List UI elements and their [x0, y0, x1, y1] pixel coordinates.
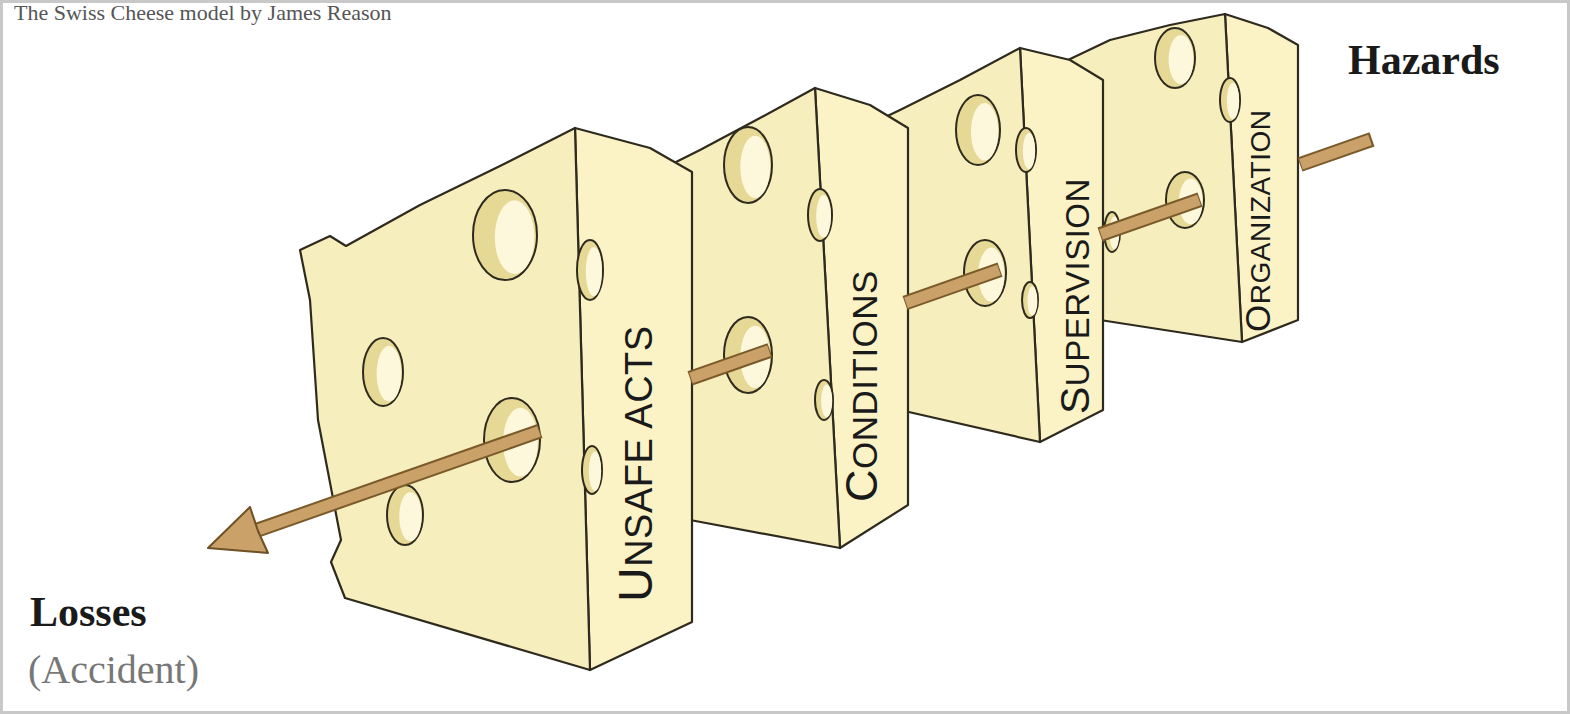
- hole-depth: [1027, 286, 1037, 316]
- hole-depth: [1179, 178, 1203, 224]
- slice-front-face: [640, 88, 840, 548]
- cheese-hole: [956, 95, 1000, 165]
- slice-label: ORGANIZATION: [1238, 110, 1278, 333]
- cheese-hole: [1022, 282, 1038, 318]
- arrow-shaft: [1301, 140, 1370, 164]
- cheese-hole: [1016, 128, 1036, 172]
- cheese-hole: [577, 240, 603, 300]
- cheese-hole: [815, 380, 833, 420]
- hole-rim: [582, 446, 602, 494]
- cheese-hole: [1155, 28, 1195, 88]
- hole-rim: [1016, 128, 1036, 172]
- slice-front-face: [858, 48, 1040, 442]
- slice-side-face: [575, 128, 692, 670]
- hole-rim: [387, 485, 423, 545]
- hole-depth: [503, 408, 538, 477]
- slice-front-face: [300, 128, 590, 670]
- hole-depth: [589, 452, 601, 491]
- hole-depth: [816, 195, 831, 238]
- accident-label: (Accident): [28, 646, 199, 693]
- hole-rim: [724, 127, 772, 203]
- slice-label: SUPERVISION: [1052, 178, 1099, 414]
- hole-rim: [1220, 78, 1240, 122]
- diagram-title: The Swiss Cheese model by James Reason: [14, 0, 392, 26]
- cheese-slice: UNSAFE ACTS: [290, 118, 700, 683]
- hole-depth: [740, 326, 770, 388]
- hazards-label: Hazards: [1348, 36, 1500, 84]
- hole-depth: [971, 103, 998, 160]
- cheese-hole: [724, 317, 772, 393]
- hole-depth: [740, 136, 770, 198]
- slice-label: CONDITIONS: [836, 270, 888, 502]
- cheese-hole: [1166, 172, 1204, 228]
- hole-depth: [1227, 83, 1239, 119]
- cheese-hole: [363, 338, 403, 406]
- hole-rim: [815, 380, 833, 420]
- hole-rim: [484, 398, 540, 482]
- hole-depth: [1023, 133, 1035, 169]
- hole-rim: [1022, 282, 1038, 318]
- hole-depth: [399, 492, 421, 541]
- slice-front-face: [1068, 14, 1242, 342]
- hole-depth: [978, 248, 1004, 302]
- hole-rim: [577, 240, 603, 300]
- hole-depth: [821, 385, 832, 418]
- cheese-hole: [964, 240, 1006, 306]
- cheese-hole: [582, 446, 602, 494]
- cheese-hole: [484, 398, 540, 482]
- cheese-hole: [1104, 212, 1120, 252]
- hole-rim: [724, 317, 772, 393]
- hole-rim: [1155, 28, 1195, 88]
- hole-depth: [377, 346, 402, 402]
- hole-rim: [956, 95, 1000, 165]
- hole-rim: [1166, 172, 1204, 228]
- arrow-head: [208, 507, 268, 553]
- arrow-shaft-outline: [1300, 139, 1372, 164]
- losses-label: Losses: [30, 588, 147, 636]
- hole-rim: [473, 190, 537, 280]
- cheese-hole: [808, 189, 832, 241]
- hole-rim: [1104, 212, 1120, 252]
- hole-depth: [586, 247, 602, 296]
- hole-rim: [964, 240, 1006, 306]
- hole-depth: [495, 200, 535, 274]
- cheese-hole: [387, 485, 423, 545]
- hole-depth: [1109, 217, 1119, 250]
- hole-depth: [1169, 35, 1194, 84]
- cheese-hole: [1220, 78, 1240, 122]
- hole-rim: [363, 338, 403, 406]
- hole-rim: [808, 189, 832, 241]
- cheese-hole: [724, 127, 772, 203]
- cheese-hole: [473, 190, 537, 280]
- slice-label: UNSAFE ACTS: [608, 325, 663, 602]
